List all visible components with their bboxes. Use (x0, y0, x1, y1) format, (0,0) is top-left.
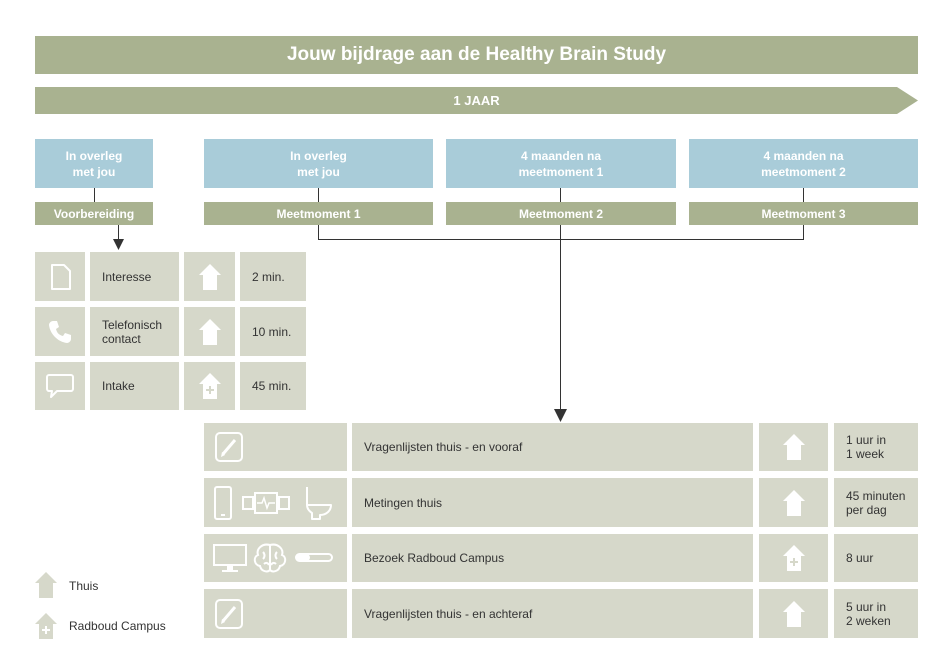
column-label-m2: Meetmoment 2 (446, 202, 676, 225)
speech-bubble-icon (46, 374, 74, 398)
home-icon (198, 318, 221, 345)
measure-time-cell: 45 minuten per dag (834, 478, 918, 527)
measure-icon-cell (204, 423, 347, 471)
legend-label-thuis: Thuis (69, 579, 99, 593)
column-header-m3: 4 maanden na meetmoment 2 (689, 139, 918, 188)
column-label-m3: Meetmoment 3 (689, 202, 918, 225)
prep-icon-cell (35, 252, 85, 301)
heart-monitor-icon (242, 491, 290, 514)
arrow-down-icon (113, 239, 124, 250)
connector (803, 188, 804, 202)
prep-label-cell: Interesse (90, 252, 179, 301)
measure-label-cell: Vragenlijsten thuis - en vooraf (352, 423, 753, 471)
duration-label: 1 JAAR (453, 93, 500, 108)
duration-arrow-shape (35, 87, 918, 114)
measure-icons-group (214, 485, 332, 520)
home-icon (782, 600, 805, 627)
measure-label-cell: Vragenlijsten thuis - en achteraf (352, 589, 753, 638)
measure-location-cell (759, 589, 828, 638)
measure-time-cell: 5 uur in 2 weken (834, 589, 918, 638)
measure-time-cell: 8 uur (834, 534, 918, 582)
test-tube-icon (295, 553, 333, 562)
connector (803, 225, 804, 240)
column-header-prep: In overleg met jou (35, 139, 153, 188)
document-icon (51, 263, 71, 290)
home-icon (782, 434, 805, 460)
legend-label-radboud: Radboud Campus (69, 619, 166, 633)
connector (118, 225, 119, 241)
connector (318, 188, 319, 202)
prep-location-cell (184, 307, 235, 356)
tablet-pen-icon (215, 432, 243, 462)
home-icon (198, 263, 221, 290)
phone-icon (49, 320, 71, 343)
toilet-icon (306, 486, 332, 520)
column-header-m1: In overleg met jou (204, 139, 433, 188)
home-icon (782, 489, 805, 516)
tablet-pen-icon (215, 598, 243, 629)
duration-arrow: 1 JAAR (35, 87, 918, 114)
prep-time-cell: 10 min. (240, 307, 306, 356)
connector (560, 188, 561, 202)
smartphone-icon (214, 485, 232, 520)
home-plus-icon (35, 613, 57, 639)
measure-label-cell: Metingen thuis (352, 478, 753, 527)
measure-location-cell (759, 534, 828, 582)
column-label-prep: Voorbereiding (35, 202, 153, 225)
measure-location-cell (759, 478, 828, 527)
home-plus-icon (198, 373, 221, 399)
connector (560, 225, 561, 411)
prep-location-cell (184, 362, 235, 410)
brain-icon (253, 543, 287, 573)
measure-icon-cell (204, 534, 347, 582)
legend: Thuis Radboud Campus (35, 572, 195, 642)
home-icon (35, 572, 57, 598)
monitor-icon (213, 544, 247, 572)
home-plus-icon (782, 545, 805, 571)
prep-label-cell: Telefonisch contact (90, 307, 179, 356)
measure-icon-cell (204, 589, 347, 638)
connector (94, 188, 95, 202)
prep-time-cell: 2 min. (240, 252, 306, 301)
connector (318, 239, 804, 240)
column-label-m1: Meetmoment 1 (204, 202, 433, 225)
prep-icon-cell (35, 307, 85, 356)
column-header-m2: 4 maanden na meetmoment 1 (446, 139, 676, 188)
page-title: Jouw bijdrage aan de Healthy Brain Study (286, 44, 667, 65)
connector (318, 225, 319, 240)
prep-icon-cell (35, 362, 85, 410)
arrow-down-icon (554, 409, 567, 422)
title-bar: Jouw bijdrage aan de Healthy Brain Study (35, 36, 918, 74)
measure-icon-cell (204, 478, 347, 527)
measure-icons-group (213, 543, 333, 573)
prep-time-cell: 45 min. (240, 362, 306, 410)
measure-label-cell: Bezoek Radboud Campus (352, 534, 753, 582)
measure-location-cell (759, 423, 828, 471)
prep-location-cell (184, 252, 235, 301)
prep-label-cell: Intake (90, 362, 179, 410)
measure-time-cell: 1 uur in 1 week (834, 423, 918, 471)
